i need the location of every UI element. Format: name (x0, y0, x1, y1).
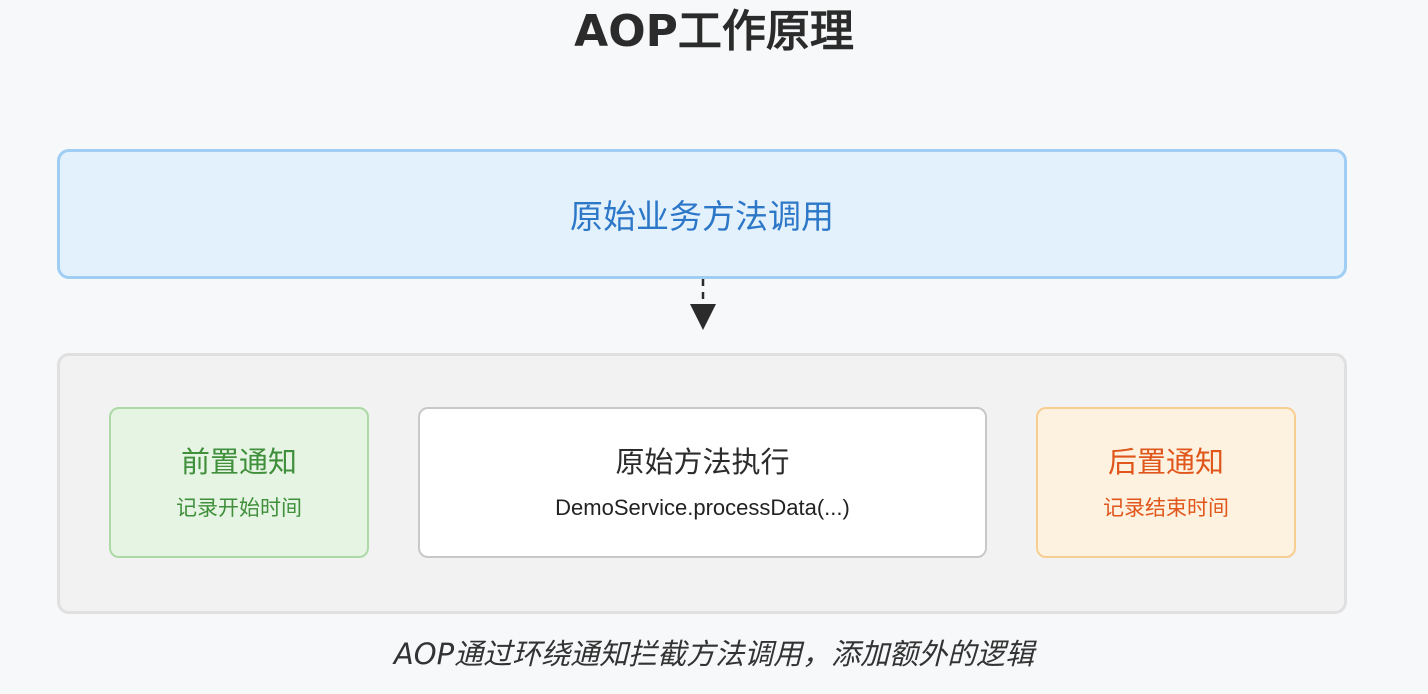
business-call-label: 原始业务方法调用 (570, 197, 834, 236)
before-advice-title: 前置通知 (180, 444, 297, 479)
before-advice-subtitle: 记录开始时间 (176, 495, 302, 520)
method-execution-subtitle: DemoService.processData(...) (555, 494, 850, 520)
after-advice-title: 后置通知 (1107, 444, 1224, 479)
after-advice-box: 后置通知 记录结束时间 (1036, 407, 1296, 558)
method-execution-box: 原始方法执行 DemoService.processData(...) (418, 407, 987, 558)
after-advice-subtitle: 记录结束时间 (1103, 495, 1229, 520)
diagram-title: AOP工作原理 (574, 6, 854, 57)
diagram-caption: AOP通过环绕通知拦截方法调用，添加额外的逻辑 (393, 637, 1035, 671)
method-execution-title: 原始方法执行 (615, 444, 790, 479)
before-advice-box: 前置通知 记录开始时间 (109, 407, 369, 558)
dashed-down-arrow (690, 279, 716, 330)
business-call-box: 原始业务方法调用 (57, 149, 1347, 279)
